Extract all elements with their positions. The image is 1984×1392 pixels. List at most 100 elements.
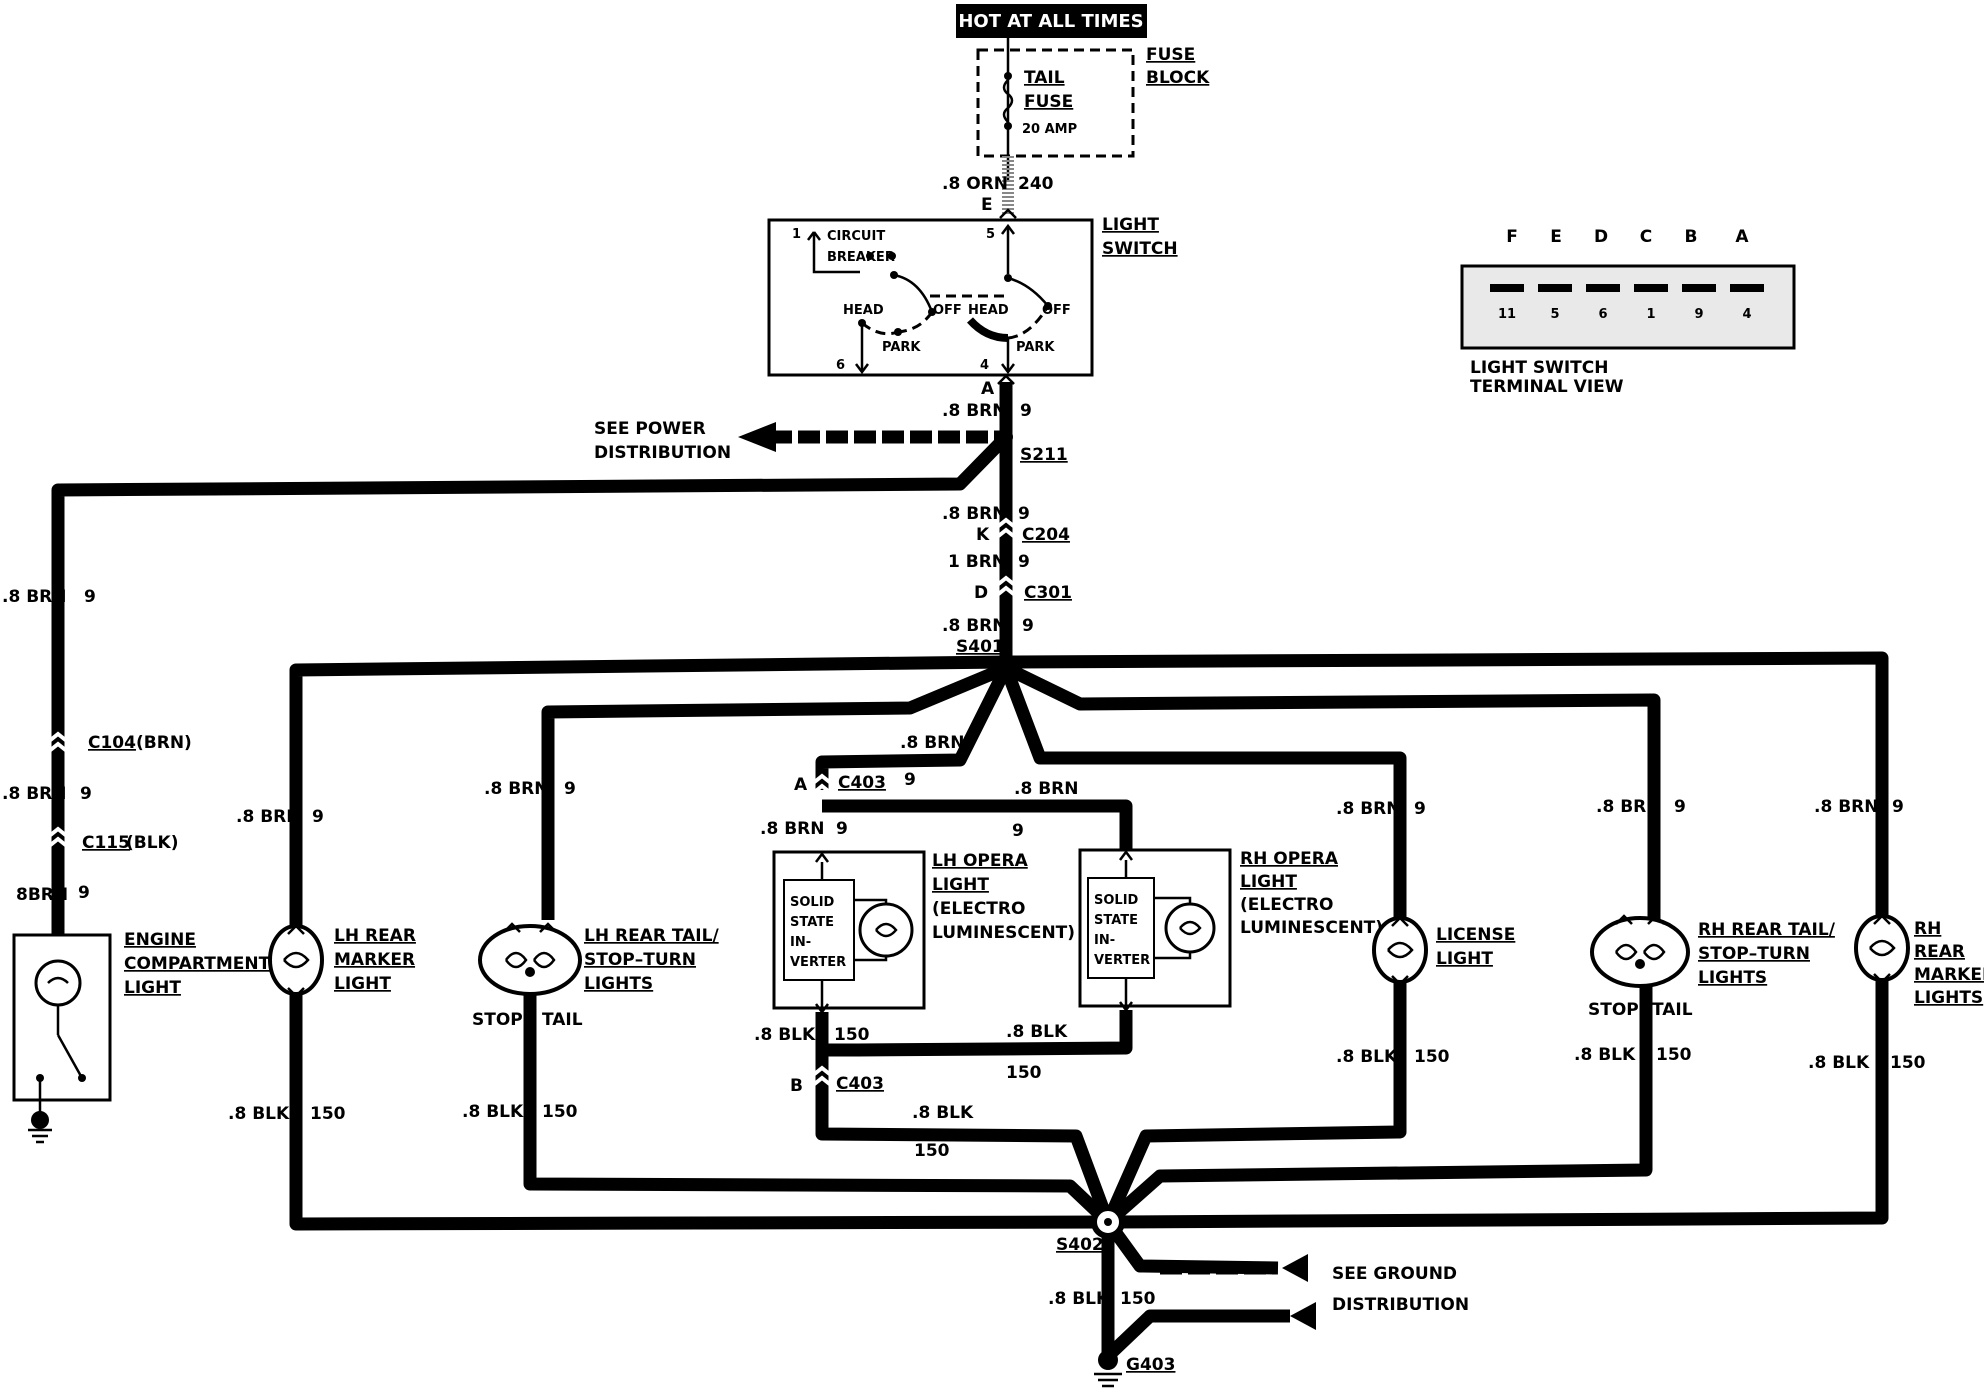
switch-pin-4: 4	[980, 358, 989, 373]
rh-tail-label-line3: LIGHTS	[1698, 968, 1767, 988]
lh-tail-bulb-icon	[478, 924, 582, 996]
terminal-num-1: 1	[1646, 307, 1655, 322]
terminal-letter-b: B	[1685, 227, 1698, 247]
terminal-view-title-line1: LIGHT SWITCH	[1470, 358, 1608, 378]
rh-rear-tail-stop-turn-lights: RH REAR TAIL/ STOP–TURN LIGHTS STOP TAIL	[1588, 914, 1836, 1020]
rh-opera-label-line2: LIGHT	[1240, 872, 1297, 892]
lh-marker-gnd-circuit: 150	[310, 1104, 346, 1124]
lh-opera-gnd-gauge: .8 BLK	[754, 1025, 816, 1045]
trunk-gauge-4: .8 BRN	[942, 616, 1006, 636]
terminal-blade-4	[1730, 284, 1764, 292]
hot-at-all-times-label: HOT AT ALL TIMES	[958, 11, 1143, 32]
license-label-line1: LICENSE	[1436, 925, 1515, 945]
lh-tail-gnd-gauge: .8 BLK	[462, 1102, 524, 1122]
terminal-blade-6	[1586, 284, 1620, 292]
lh-marker-gnd-gauge: .8 BLK	[228, 1104, 290, 1124]
rh-tail-label-line2: STOP–TURN	[1698, 944, 1810, 964]
rh-inverter-box	[1087, 877, 1155, 979]
rh-inverter-line4: VERTER	[1094, 953, 1150, 968]
engine-gauge-3: 8BRN	[16, 885, 68, 905]
rh-opera-gnd-gauge: .8 BLK	[1006, 1022, 1068, 1042]
head-label-left: HEAD	[843, 303, 884, 318]
engine-bulb-icon	[34, 959, 82, 1007]
off-label-left: OFF	[933, 303, 962, 318]
rh-rear-marker-lights: RH REAR MARKER LIGHTS	[1854, 914, 1984, 1008]
rh-opera-circuit: 9	[1012, 821, 1024, 841]
engine-label-line1: ENGINE	[124, 930, 196, 950]
splice-s402-label: S402	[1056, 1235, 1104, 1255]
splice-s402: S402	[1056, 1205, 1125, 1255]
terminal-letter-d: D	[1594, 227, 1608, 247]
lh-marker-label-line1: LH REAR	[334, 926, 416, 946]
rh-inverter-line2: STATE	[1094, 913, 1138, 928]
switch-out-pin-a: A	[981, 379, 995, 399]
connector-c104-icon	[46, 731, 70, 754]
engine-gauge-1: .8 BRN	[2, 587, 66, 607]
terminal-blade-11	[1490, 284, 1524, 292]
main-trunk: A .8 BRN 9 SEE POWER DISTRIBUTION S211 .…	[594, 374, 1072, 662]
terminal-num-11: 11	[1498, 307, 1516, 322]
lh-marker-circuit: 9	[312, 807, 324, 827]
ground-g403: G403	[1094, 1350, 1175, 1388]
rh-marker-circuit: 9	[1892, 797, 1904, 817]
connector-c403-b-label: C403	[836, 1074, 884, 1094]
engine-circuit-3: 9	[78, 883, 90, 903]
opera-gnd-circuit: 150	[914, 1141, 950, 1161]
rh-opera-light: SOLID STATE IN- VERTER RH OPERA LIGHT (E…	[1078, 848, 1383, 1013]
engine-branch-wire: .8 BRN 9 C104 (BRN) .8 BRN 9 C115 (BLK) …	[2, 432, 1011, 935]
rh-opera-gauge: .8 BRN	[1014, 779, 1078, 799]
trunk-circuit-3: 9	[1018, 552, 1030, 572]
terminal-letter-c: C	[1640, 227, 1652, 247]
lh-tail-gauge: .8 BRN	[484, 779, 548, 799]
lh-opera-light: SOLID STATE IN- VERTER LH OPERA LIGHT (E…	[772, 850, 1075, 1015]
rh-tail-bulb-icon	[1590, 916, 1690, 988]
orn-feed-wire: .8 ORN 240 E	[942, 156, 1054, 219]
fuse-block-label-line2: BLOCK	[1146, 68, 1210, 88]
terminal-blade-1	[1634, 284, 1668, 292]
lh-tail-label-line2: STOP–TURN	[584, 950, 696, 970]
lh-opera-gauge-1: .8 BRN	[900, 733, 964, 753]
connector-c104-color: (BRN)	[136, 733, 192, 753]
lh-tail-term-label: TAIL	[542, 1010, 583, 1030]
rh-opera-lamp-icon	[1164, 902, 1216, 954]
lh-inverter-line3: IN-	[790, 935, 811, 950]
fuse-block: TAIL FUSE 20 AMP FUSE BLOCK	[976, 38, 1210, 180]
lh-rear-tail-stop-turn-lights: LH REAR TAIL/ STOP–TURN LIGHTS STOP TAIL	[472, 922, 719, 1030]
lh-marker-label-line3: LIGHT	[334, 974, 391, 994]
lh-marker-gauge: .8 BRN	[236, 807, 300, 827]
license-gauge: .8 BRN	[1336, 799, 1400, 819]
connector-c301-icon	[994, 575, 1018, 598]
license-gnd-circuit: 150	[1414, 1047, 1450, 1067]
terminal-view: F E D C B A 11 5 6 1 9 4 LIGHT SWITCH TE…	[1460, 227, 1796, 397]
blk-branch-labels: .8 BLK 150 .8 BLK 150 .8 BLK 150 .8 BLK …	[228, 1022, 1926, 1309]
lh-opera-lamp-icon	[858, 902, 914, 958]
ground-wires	[289, 980, 1889, 1361]
rh-tail-gnd-gauge: .8 BLK	[1574, 1045, 1636, 1065]
connector-c104-label: C104	[88, 733, 136, 753]
g403-label: G403	[1126, 1355, 1175, 1375]
circuit-breaker-line2: BREAKER	[827, 250, 895, 265]
connector-c115-icon	[46, 826, 70, 849]
see-power-line1: SEE POWER	[594, 419, 706, 439]
terminal-num-4: 4	[1742, 307, 1751, 322]
lh-opera-gauge-2: .8 BRN	[760, 819, 824, 839]
g403-ground-icon	[1094, 1372, 1122, 1388]
lh-opera-circuit-1: 9	[904, 770, 916, 790]
see-power-line2: DISTRIBUTION	[594, 443, 731, 463]
g403-gauge: .8 BLK	[1048, 1289, 1110, 1309]
ground-dist-arrow-icon-2	[1290, 1302, 1316, 1330]
license-label-line2: LIGHT	[1436, 949, 1493, 969]
fuse-name-line2: FUSE	[1024, 92, 1073, 112]
g403-circuit: 150	[1120, 1289, 1156, 1309]
circuit-breaker-line1: CIRCUIT	[827, 229, 885, 244]
rh-marker-label-line1: RH	[1914, 919, 1941, 939]
connector-c301-label: C301	[1024, 583, 1072, 603]
rh-tail-term-label: TAIL	[1652, 1000, 1693, 1020]
fuse-element-icon	[1002, 79, 1014, 123]
engine-compartment-light: ENGINE COMPARTMENT LIGHT	[12, 930, 271, 1144]
terminal-connector-body	[1460, 264, 1796, 350]
rh-opera-gnd-circuit: 150	[1006, 1063, 1042, 1083]
connector-c403-a: A C403	[794, 773, 886, 796]
rh-marker-label-line2: REAR	[1914, 942, 1965, 962]
terminal-letter-a: A	[1735, 227, 1749, 247]
